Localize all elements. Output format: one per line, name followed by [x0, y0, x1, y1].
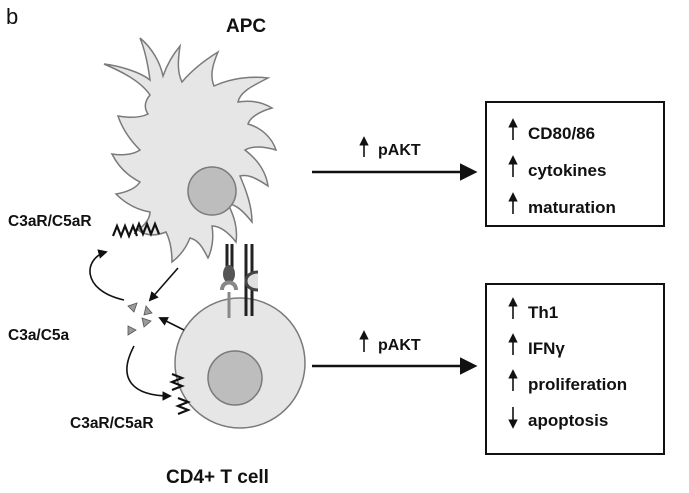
svg-text:pAKT: pAKT: [378, 142, 421, 159]
receptor-label-bottom: C3aR/C5aR: [70, 415, 154, 432]
complement-fragments: [127, 302, 153, 336]
apc-effect-label: CD80/86: [528, 124, 595, 143]
apc-effect-item: maturation: [508, 192, 616, 217]
tcell-receptors: [169, 372, 191, 416]
tcell-effect-label: proliferation: [528, 375, 627, 394]
tcell-effect-label: Th1: [528, 303, 558, 322]
apc-effects-list: CD80/86 cytokines maturation: [508, 118, 616, 217]
apc-effect-item: CD80/86: [508, 118, 595, 143]
ligand-label: C3a/C5a: [8, 327, 70, 344]
tcell-effect-label: IFNγ: [528, 339, 565, 358]
apc-effect-item: cytokines: [508, 155, 606, 180]
tcell-effect-item: IFNγ: [508, 333, 565, 358]
tcell-effect-item: proliferation: [508, 369, 627, 394]
tcell-nucleus: [207, 350, 263, 406]
arrow-apc-to-fragments: [148, 267, 179, 302]
receptor-label-top: C3aR/C5aR: [8, 213, 92, 230]
panel-label: b: [6, 4, 18, 29]
apc-label: APC: [226, 16, 266, 37]
tcell-effect-item: Th1: [508, 297, 558, 322]
apc-pakt-label: pAKT: [359, 136, 421, 159]
apc-nucleus: [187, 166, 237, 216]
svg-text:pAKT: pAKT: [378, 337, 421, 354]
synapse-molecules: [220, 244, 259, 318]
apc-cell: [103, 37, 278, 264]
tcell-effect-item: apoptosis: [508, 407, 608, 430]
arrow-fragments-to-apc-receptor: [89, 249, 125, 301]
arrow-fragments-to-tcell-receptor: [126, 345, 172, 401]
apc-effect-label: maturation: [528, 198, 616, 217]
apc-effect-label: cytokines: [528, 161, 606, 180]
arrow-tcell-to-fragments: [158, 317, 185, 331]
tcell-label: CD4+ T cell: [166, 467, 269, 488]
tcell-pakt-label: pAKT: [359, 330, 421, 354]
tcell-effect-label: apoptosis: [528, 411, 608, 430]
apc-receptors: [111, 221, 161, 239]
